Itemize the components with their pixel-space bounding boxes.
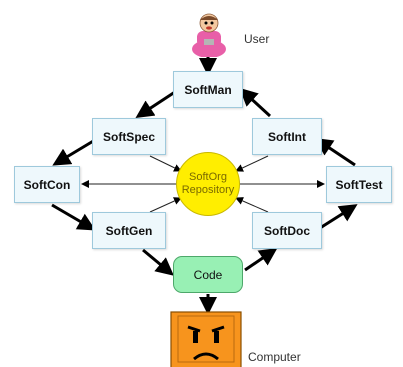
softman-label: SoftMan bbox=[184, 82, 232, 97]
code-box: Code bbox=[173, 256, 243, 293]
arrow-repo-softint bbox=[235, 155, 269, 172]
repository-line2: Repository bbox=[181, 184, 235, 196]
softint-box: SoftInt bbox=[252, 118, 322, 155]
arrow-repo-softspec bbox=[149, 155, 182, 172]
softspec-box: SoftSpec bbox=[92, 118, 166, 155]
softtest-box: SoftTest bbox=[326, 166, 392, 203]
softgen-box: SoftGen bbox=[92, 212, 166, 249]
arrow-softman-to-softspec bbox=[135, 88, 179, 118]
softdoc-box: SoftDoc bbox=[252, 212, 322, 249]
softdoc-label: SoftDoc bbox=[264, 223, 310, 238]
code-label: Code bbox=[193, 267, 223, 282]
softman-box: SoftMan bbox=[173, 71, 243, 108]
softcon-box: SoftCon bbox=[14, 166, 80, 203]
arrow-softint-to-softman bbox=[239, 87, 272, 118]
user-label: User bbox=[244, 32, 270, 46]
arrow-code-to-softdoc bbox=[244, 247, 278, 272]
arrow-softdoc-repo bbox=[235, 197, 269, 213]
arrow-softcon-to-softgen bbox=[51, 203, 96, 231]
repository-line1: SoftOrg bbox=[189, 171, 227, 183]
computer-face-icon bbox=[170, 311, 242, 367]
softspec-label: SoftSpec bbox=[102, 129, 155, 144]
arrow-softtest-to-softint bbox=[314, 138, 356, 167]
softgen-label: SoftGen bbox=[105, 223, 153, 238]
arrow-softgen-to-code bbox=[142, 248, 174, 276]
softorg-repository-circle: SoftOrg Repository bbox=[176, 152, 240, 216]
arrow-softgen-repo bbox=[149, 197, 182, 213]
computer-label: Computer bbox=[248, 350, 301, 364]
user-figure-icon bbox=[192, 13, 226, 57]
arrow-softdoc-to-softtest bbox=[319, 204, 358, 230]
softtest-label: SoftTest bbox=[335, 177, 383, 192]
softcon-label: SoftCon bbox=[23, 177, 71, 192]
arrow-softspec-to-softcon bbox=[52, 138, 96, 166]
softint-label: SoftInt bbox=[268, 129, 306, 144]
